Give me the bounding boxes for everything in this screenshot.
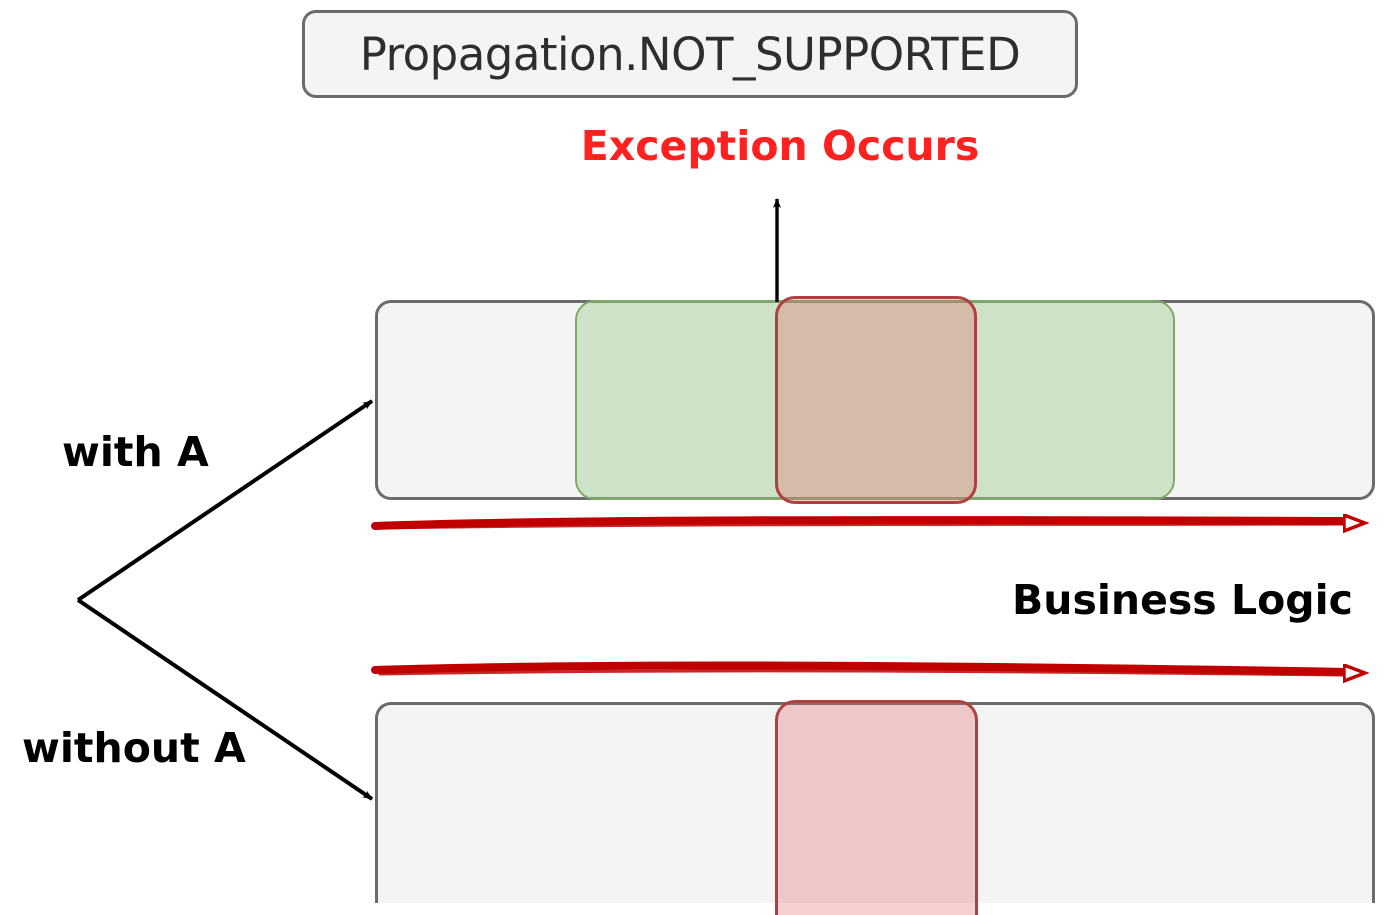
exception-segment-top-box — [775, 296, 977, 504]
timeline-arrow-top — [371, 520, 1348, 528]
exception-segment-bottom-box — [775, 700, 978, 915]
without-a-lane — [375, 702, 1375, 903]
branch-label-with-a: with A — [62, 428, 209, 476]
branch-label-without-a: without A — [22, 724, 246, 772]
timeline-arrow-bottom — [371, 661, 1348, 675]
propagation-title-box: Propagation.NOT_SUPPORTED — [302, 10, 1078, 98]
page-title: Propagation.NOT_SUPPORTED — [359, 27, 1021, 81]
business-logic-label: Business Logic — [1012, 576, 1353, 624]
exception-occurs-label: Exception Occurs — [580, 122, 980, 170]
transaction-scope-green-box — [575, 300, 1175, 500]
